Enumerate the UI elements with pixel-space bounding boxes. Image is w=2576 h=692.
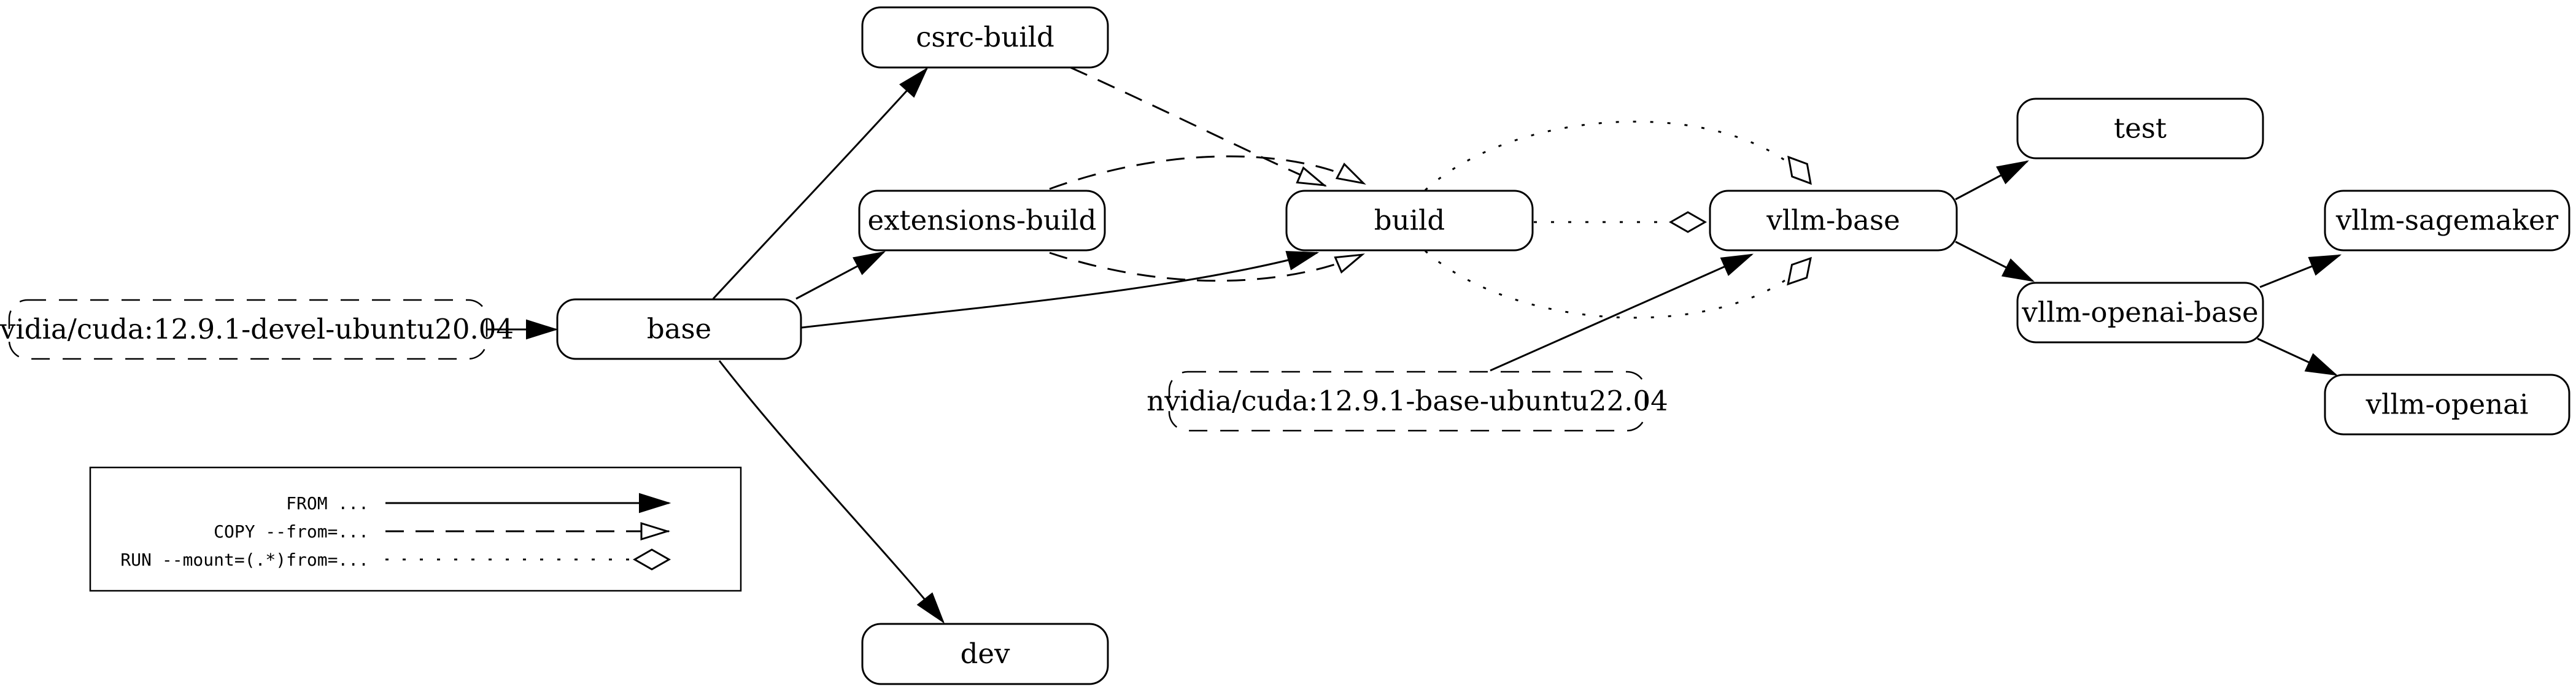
node-vllm-base-label: vllm-base <box>1766 204 1900 237</box>
node-csrc-build-shape <box>861 6 1109 69</box>
edge-extensions-build-to-build <box>1049 252 1365 282</box>
node-csrc-build-label: csrc-build <box>916 21 1054 53</box>
node-vllm-openai-base-shape <box>2016 282 2264 344</box>
node-vllm-base-shape <box>1709 190 1958 252</box>
node-extensions-build-shape <box>858 190 1106 252</box>
node-test-label: test <box>2114 112 2167 145</box>
edge-base-to-extensions-build <box>795 251 886 300</box>
edge-cuda-base-to-vllm-base <box>1490 253 1754 372</box>
node-cuda-base-shape <box>1168 371 1647 432</box>
node-test-shape <box>2016 98 2264 160</box>
edge-vllm-base-to-vllm-openai-base <box>1955 240 2035 282</box>
nodes-layer: nvidia/cuda:12.9.1-devel-ubuntu20.04 base… <box>0 6 2570 685</box>
node-dev-label: dev <box>961 637 1010 670</box>
node-cuda-base-label: nvidia/cuda:12.9.1-base-ubuntu22.04 <box>1147 385 1668 417</box>
node-vllm-openai-label: vllm-openai <box>2365 388 2529 421</box>
node-cuda-devel: nvidia/cuda:12.9.1-devel-ubuntu20.04 <box>0 299 514 360</box>
edge-base-to-csrc-build <box>712 67 929 300</box>
node-base-shape <box>556 298 802 360</box>
node-vllm-sagemaker: vllm-sagemaker <box>2324 190 2570 252</box>
edges-layer <box>487 66 2342 624</box>
node-vllm-openai-shape <box>2324 374 2570 436</box>
edge-vllm-openai-base-to-vllm-sagemaker <box>2259 254 2342 288</box>
node-vllm-openai-base: vllm-openai-base <box>2016 282 2264 344</box>
edge-vllm-base-to-test <box>1955 160 2029 201</box>
node-vllm-sagemaker-label: vllm-sagemaker <box>2335 204 2559 237</box>
node-base: base <box>556 298 802 360</box>
node-build-label: build <box>1374 204 1445 237</box>
node-cuda-devel-label: nvidia/cuda:12.9.1-devel-ubuntu20.04 <box>0 313 514 345</box>
edge-csrc-build-to-build <box>1070 66 1327 187</box>
edge-base-to-build <box>801 251 1320 329</box>
node-build-shape <box>1285 190 1534 252</box>
edge-extensions-build-to-build <box>1049 155 1366 190</box>
node-vllm-sagemaker-shape <box>2324 190 2570 252</box>
edge-build-to-vllm-base <box>1425 250 1812 319</box>
legend-box <box>89 466 742 592</box>
node-cuda-devel-shape <box>8 299 488 360</box>
legend-row-from-label: FROM ... <box>286 493 369 513</box>
legend-row-copy-label: COPY --from=... <box>214 521 369 542</box>
node-dev: dev <box>861 623 1109 685</box>
node-csrc-build: csrc-build <box>861 6 1109 69</box>
node-build: build <box>1285 190 1534 252</box>
node-extensions-build: extensions-build <box>858 190 1106 252</box>
node-base-label: base <box>647 313 711 345</box>
edge-build-to-vllm-base <box>1424 120 1812 191</box>
node-vllm-openai: vllm-openai <box>2324 374 2570 436</box>
node-test: test <box>2016 98 2264 160</box>
legend-row-run-label: RUN --mount=(.*)from=... <box>120 550 369 570</box>
edge-base-to-dev <box>718 360 945 624</box>
node-vllm-base: vllm-base <box>1709 190 1958 252</box>
node-cuda-base: nvidia/cuda:12.9.1-base-ubuntu22.04 <box>1147 371 1668 432</box>
node-extensions-build-label: extensions-build <box>868 204 1097 237</box>
node-dev-shape <box>861 623 1109 685</box>
node-vllm-openai-base-label: vllm-openai-base <box>2021 296 2258 329</box>
legend: FROM ... COPY --from=... RUN --mount=(.*)f… <box>89 466 742 592</box>
edge-vllm-openai-base-to-vllm-openai <box>2257 337 2338 376</box>
